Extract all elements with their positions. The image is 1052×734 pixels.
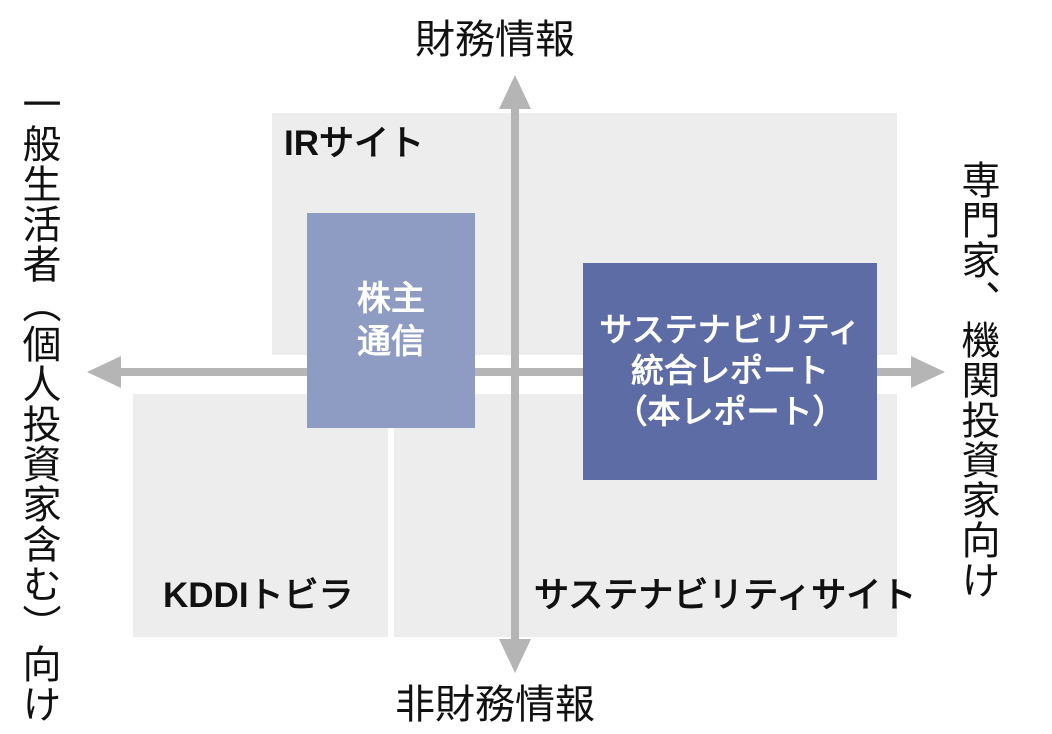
horizontal-axis-arrow	[87, 356, 945, 388]
card-shareholder-newsletter: 株主通信	[307, 213, 475, 428]
axis-caption-experts-institutional-investors: 専門家、機関投資家向け	[955, 160, 1000, 600]
arrow-right-icon	[911, 356, 945, 388]
arrow-down-icon	[499, 639, 531, 673]
arrow-up-icon	[499, 75, 531, 109]
axis-caption-non-financial-information: 非財務情報	[395, 682, 595, 728]
quadrant-label-ir-site: IRサイト	[284, 124, 425, 163]
quadrant-label-kddi-tobira: KDDIトビラ	[163, 576, 354, 615]
card-sustainability-integrated-report: サステナビリティ統合レポート（本レポート）	[583, 263, 877, 480]
horizontal-axis-shaft	[117, 368, 915, 376]
axis-caption-financial-information: 財務情報	[415, 17, 575, 63]
card-sustainability-integrated-report-label: サステナビリティ統合レポート（本レポート）	[599, 311, 861, 430]
arrow-left-icon	[87, 356, 121, 388]
quadrant-label-sustainability-site: サステナビリティサイト	[534, 576, 917, 615]
axis-caption-general-public: 一般生活者（個人投資家含む）向け	[16, 84, 61, 724]
card-shareholder-newsletter-label: 株主通信	[357, 280, 425, 361]
quadrant-panel-kddi-tobira	[133, 394, 388, 637]
